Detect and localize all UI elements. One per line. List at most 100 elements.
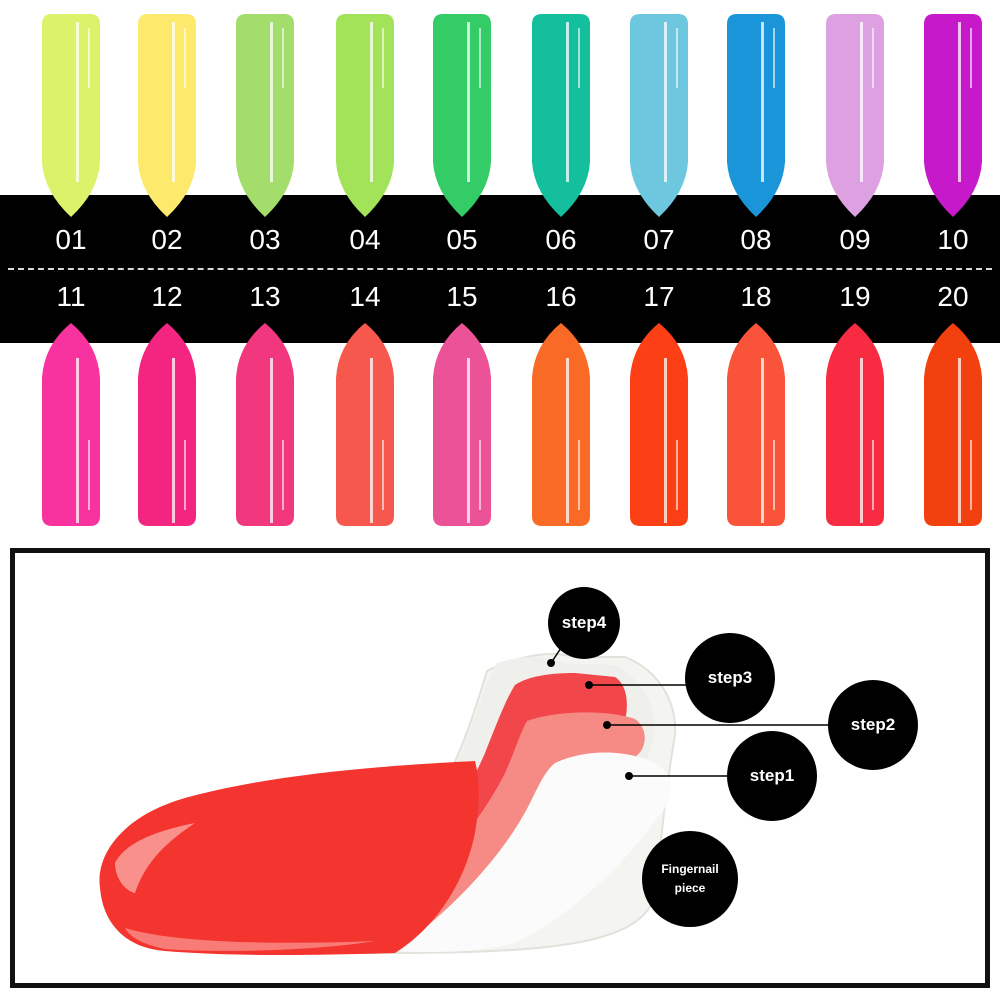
swatch-label-05: 05 xyxy=(446,224,478,255)
nail-highlight-20 xyxy=(958,358,961,523)
nail-shape-15 xyxy=(433,323,491,526)
nail-layers-illustration xyxy=(99,644,830,955)
nail-shape-08 xyxy=(727,14,785,217)
nail-highlight-16 xyxy=(566,358,569,523)
nail-shape-17 xyxy=(630,323,688,526)
red-nail-shine xyxy=(125,928,375,951)
nail-shine-17 xyxy=(676,440,678,510)
nail-highlight-04 xyxy=(370,22,373,182)
nail-highlight-15 xyxy=(467,358,470,523)
nail-highlight-12 xyxy=(172,358,175,523)
step3-badge: step3 xyxy=(685,633,775,723)
step2-dot xyxy=(603,721,611,729)
nail-swatch-14 xyxy=(330,320,400,528)
nail-swatch-20 xyxy=(918,320,988,528)
nail-swatch-15 xyxy=(427,320,497,528)
nail-shine-14 xyxy=(382,440,384,510)
nail-shape-05 xyxy=(433,14,491,217)
nail-shine-06 xyxy=(578,28,580,88)
swatch-label-19: 19 xyxy=(839,281,871,312)
nail-shine-05 xyxy=(479,28,481,88)
nail-shape-07 xyxy=(630,14,688,217)
swatch-label-02: 02 xyxy=(151,224,183,255)
nail-highlight-08 xyxy=(761,22,764,182)
nail-shape-02 xyxy=(138,14,196,217)
nail-shape-03 xyxy=(236,14,294,217)
nail-shine-01 xyxy=(88,28,90,88)
nail-shape-20 xyxy=(924,323,982,526)
nail-highlight-19 xyxy=(860,358,863,523)
nail-shine-18 xyxy=(773,440,775,510)
nail-swatch-13 xyxy=(230,320,300,528)
fingernail-label-line1: Fingernail xyxy=(661,862,719,876)
fingernail-piece-badge: Fingernail piece xyxy=(642,831,738,927)
nail-swatch-08 xyxy=(721,12,791,220)
row-divider xyxy=(8,268,992,270)
nail-highlight-09 xyxy=(860,22,863,182)
step4-badge: step4 xyxy=(548,587,620,659)
nail-swatch-10 xyxy=(918,12,988,220)
step2-badge: step2 xyxy=(828,680,918,770)
nail-shine-09 xyxy=(872,28,874,88)
nail-swatch-17 xyxy=(624,320,694,528)
nail-shine-19 xyxy=(872,440,874,510)
swatch-label-12: 12 xyxy=(151,281,183,312)
nail-highlight-02 xyxy=(172,22,175,182)
application-steps-diagram: step4 step3 step2 step1 Fingernail piece xyxy=(10,548,990,988)
nail-highlight-11 xyxy=(76,358,79,523)
nail-swatch-04 xyxy=(330,12,400,220)
swatch-label-14: 14 xyxy=(349,281,381,312)
swatch-label-16: 16 xyxy=(545,281,577,312)
swatch-label-17: 17 xyxy=(643,281,675,312)
swatch-label-18: 18 xyxy=(740,281,772,312)
swatch-label-08: 08 xyxy=(740,224,772,255)
nail-shape-19 xyxy=(826,323,884,526)
nail-shape-09 xyxy=(826,14,884,217)
swatch-label-13: 13 xyxy=(249,281,281,312)
nail-highlight-01 xyxy=(76,22,79,182)
red-nail-shape xyxy=(99,761,479,955)
nail-swatch-12 xyxy=(132,320,202,528)
nail-shape-14 xyxy=(336,323,394,526)
nail-shine-20 xyxy=(970,440,972,510)
nail-highlight-17 xyxy=(664,358,667,523)
nail-swatch-02 xyxy=(132,12,202,220)
swatch-label-09: 09 xyxy=(839,224,871,255)
nail-shape-01 xyxy=(42,14,100,217)
nail-shape-13 xyxy=(236,323,294,526)
nail-highlight-13 xyxy=(270,358,273,523)
nail-highlight-06 xyxy=(566,22,569,182)
nail-shine-02 xyxy=(184,28,186,88)
nail-shine-16 xyxy=(578,440,580,510)
nail-shape-16 xyxy=(532,323,590,526)
nail-shine-12 xyxy=(184,440,186,510)
swatch-label-07: 07 xyxy=(643,224,675,255)
swatch-label-11: 11 xyxy=(56,281,86,312)
swatch-label-06: 06 xyxy=(545,224,577,255)
step1-layer xyxy=(395,752,672,953)
swatch-label-20: 20 xyxy=(937,281,969,312)
nail-shape-10 xyxy=(924,14,982,217)
nail-swatch-16 xyxy=(526,320,596,528)
step3-dot xyxy=(585,681,593,689)
red-nail-highlight xyxy=(115,823,195,893)
nail-swatch-07 xyxy=(624,12,694,220)
step1-badge: step1 xyxy=(727,731,817,821)
swatch-label-03: 03 xyxy=(249,224,281,255)
nail-swatch-11 xyxy=(36,320,106,528)
nail-swatch-09 xyxy=(820,12,890,220)
nail-swatch-06 xyxy=(526,12,596,220)
nail-swatch-18 xyxy=(721,320,791,528)
step4-dot xyxy=(547,659,555,667)
nail-swatch-03 xyxy=(230,12,300,220)
nail-shine-10 xyxy=(970,28,972,88)
nail-highlight-18 xyxy=(761,358,764,523)
nail-shine-08 xyxy=(773,28,775,88)
nail-shape-11 xyxy=(42,323,100,526)
swatch-label-01: 01 xyxy=(55,224,87,255)
swatch-label-04: 04 xyxy=(349,224,381,255)
nail-highlight-05 xyxy=(467,22,470,182)
nail-swatch-05 xyxy=(427,12,497,220)
nail-shine-03 xyxy=(282,28,284,88)
